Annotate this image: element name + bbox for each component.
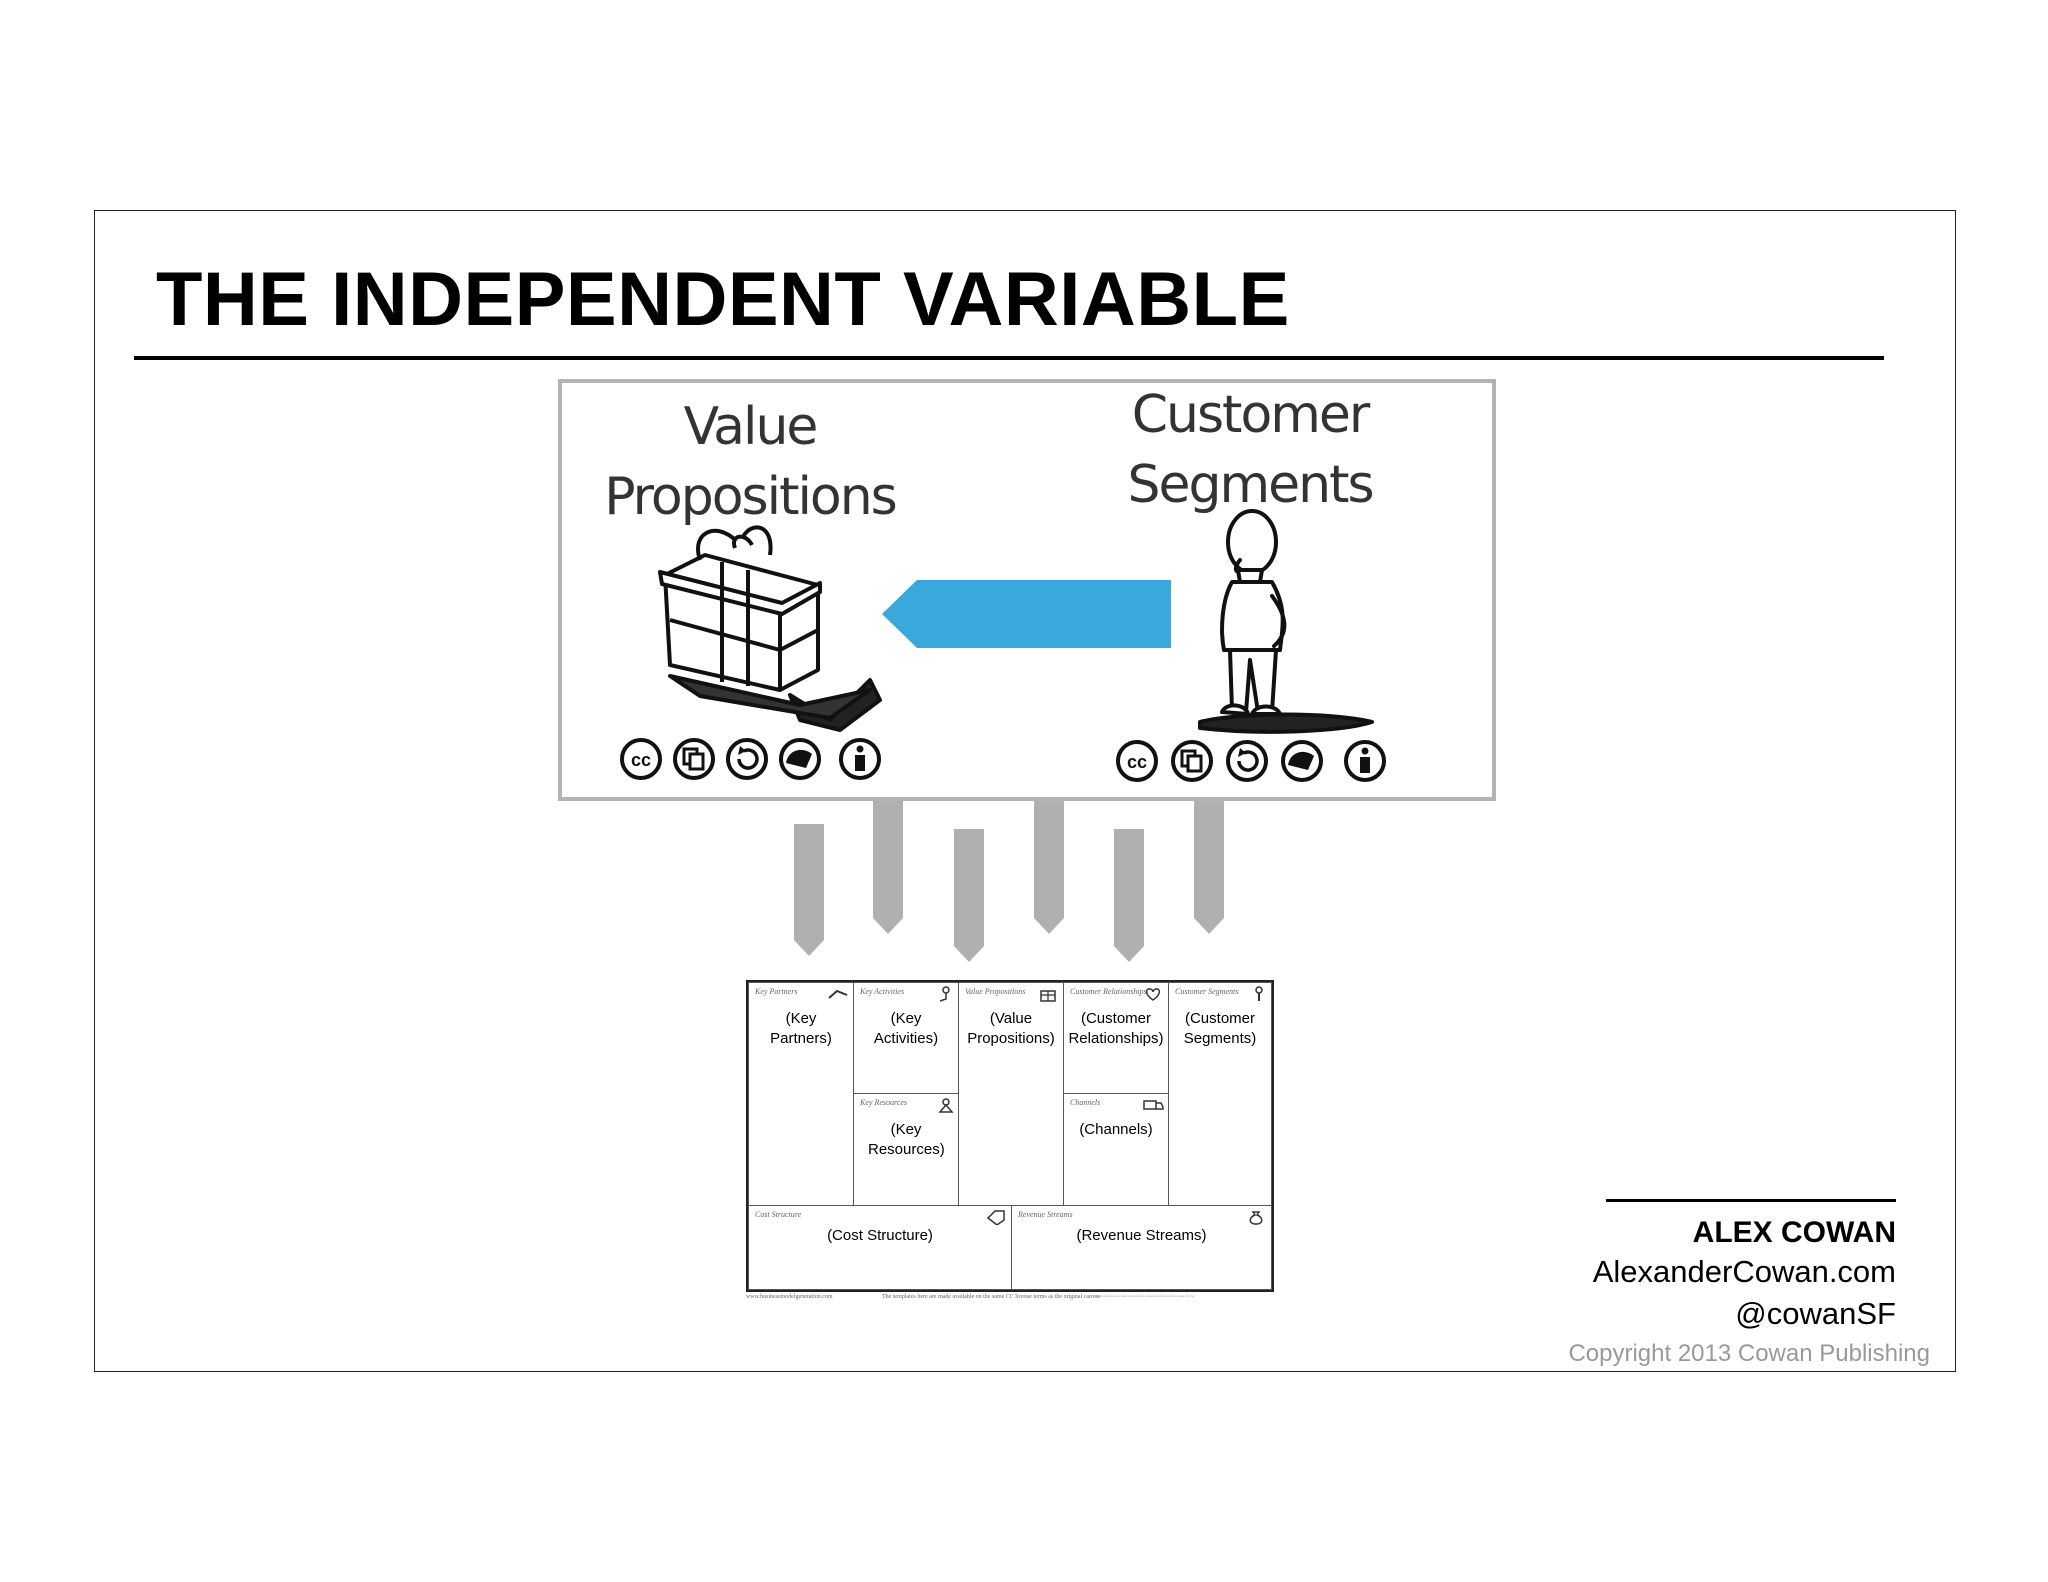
connector-arrow — [873, 801, 903, 934]
heart-icon — [1145, 988, 1161, 1001]
cc-icon: cc — [620, 738, 662, 780]
cell-key-activities: Key Activities (Key Activities) — [853, 982, 959, 1094]
price-tag-icon — [986, 1210, 1005, 1225]
truck-icon — [1143, 1100, 1164, 1110]
author-rule — [1606, 1199, 1896, 1202]
connector-arrow — [1194, 801, 1224, 934]
money-bag-icon — [1249, 1211, 1263, 1225]
resources-icon — [938, 1098, 954, 1113]
remix-icon — [1226, 740, 1268, 782]
cell-channels: Channels (Channels) — [1063, 1093, 1169, 1206]
cc-icon: cc — [1116, 740, 1158, 782]
canvas-footer: www.businessmodelgeneration.com The temp… — [746, 1294, 1194, 1300]
noncommercial-icon — [1281, 740, 1323, 782]
connector-arrow — [954, 829, 984, 962]
chain-icon — [828, 989, 848, 999]
activity-icon — [939, 986, 950, 1002]
share-icon — [1171, 740, 1213, 782]
author-handle[interactable]: @cowanSF — [1735, 1296, 1896, 1331]
cell-revenue-streams: Revenue Streams (Revenue Streams) — [1011, 1205, 1272, 1290]
svg-text:cc: cc — [1127, 752, 1147, 772]
license-icons-left: cc — [620, 738, 881, 780]
cell-customer-relationships: Customer Relationships (Customer Relatio… — [1063, 982, 1169, 1094]
person-icon — [1255, 986, 1263, 1001]
remix-icon — [726, 738, 768, 780]
attribution-icon — [839, 738, 881, 780]
cell-key-resources: Key Resources (Key Resources) — [853, 1093, 959, 1206]
title-underline — [134, 356, 1884, 360]
cell-key-partners: Key Partners (Key Partners) — [748, 982, 854, 1206]
customer-segments-label: Customer Segments — [1127, 385, 1374, 515]
slide-title: THE INDEPENDENT VARIABLE — [156, 257, 1290, 342]
connector-arrow — [1114, 829, 1144, 962]
cell-value-propositions: Value Propositions (Value Propositions) — [958, 982, 1064, 1206]
cell-customer-segments: Customer Segments (Customer Segments) — [1168, 982, 1272, 1206]
copyright-notice: Copyright 2013 Cowan Publishing — [1568, 1340, 1930, 1367]
license-icons-right: cc — [1116, 740, 1386, 782]
svg-text:cc: cc — [631, 750, 651, 770]
causal-arrow — [882, 580, 1171, 648]
value-propositions-label: Value Propositions — [604, 397, 898, 527]
connector-arrow — [794, 824, 824, 956]
attribution-icon — [1344, 740, 1386, 782]
business-model-canvas: Key Partners (Key Partners) Key Activiti… — [746, 980, 1274, 1292]
customer-person-icon — [1198, 509, 1374, 734]
cell-cost-structure: Cost Structure (Cost Structure) — [748, 1205, 1012, 1290]
connector-arrows — [794, 801, 1224, 962]
gift-icon — [1040, 990, 1056, 1002]
share-icon — [673, 738, 715, 780]
gift-icon — [658, 525, 882, 732]
author-website[interactable]: AlexanderCowan.com — [1592, 1254, 1896, 1289]
connector-arrow — [1034, 801, 1064, 934]
author-name: ALEX COWAN — [1692, 1216, 1896, 1249]
slide-frame — [94, 210, 1956, 1372]
noncommercial-icon — [779, 738, 821, 780]
